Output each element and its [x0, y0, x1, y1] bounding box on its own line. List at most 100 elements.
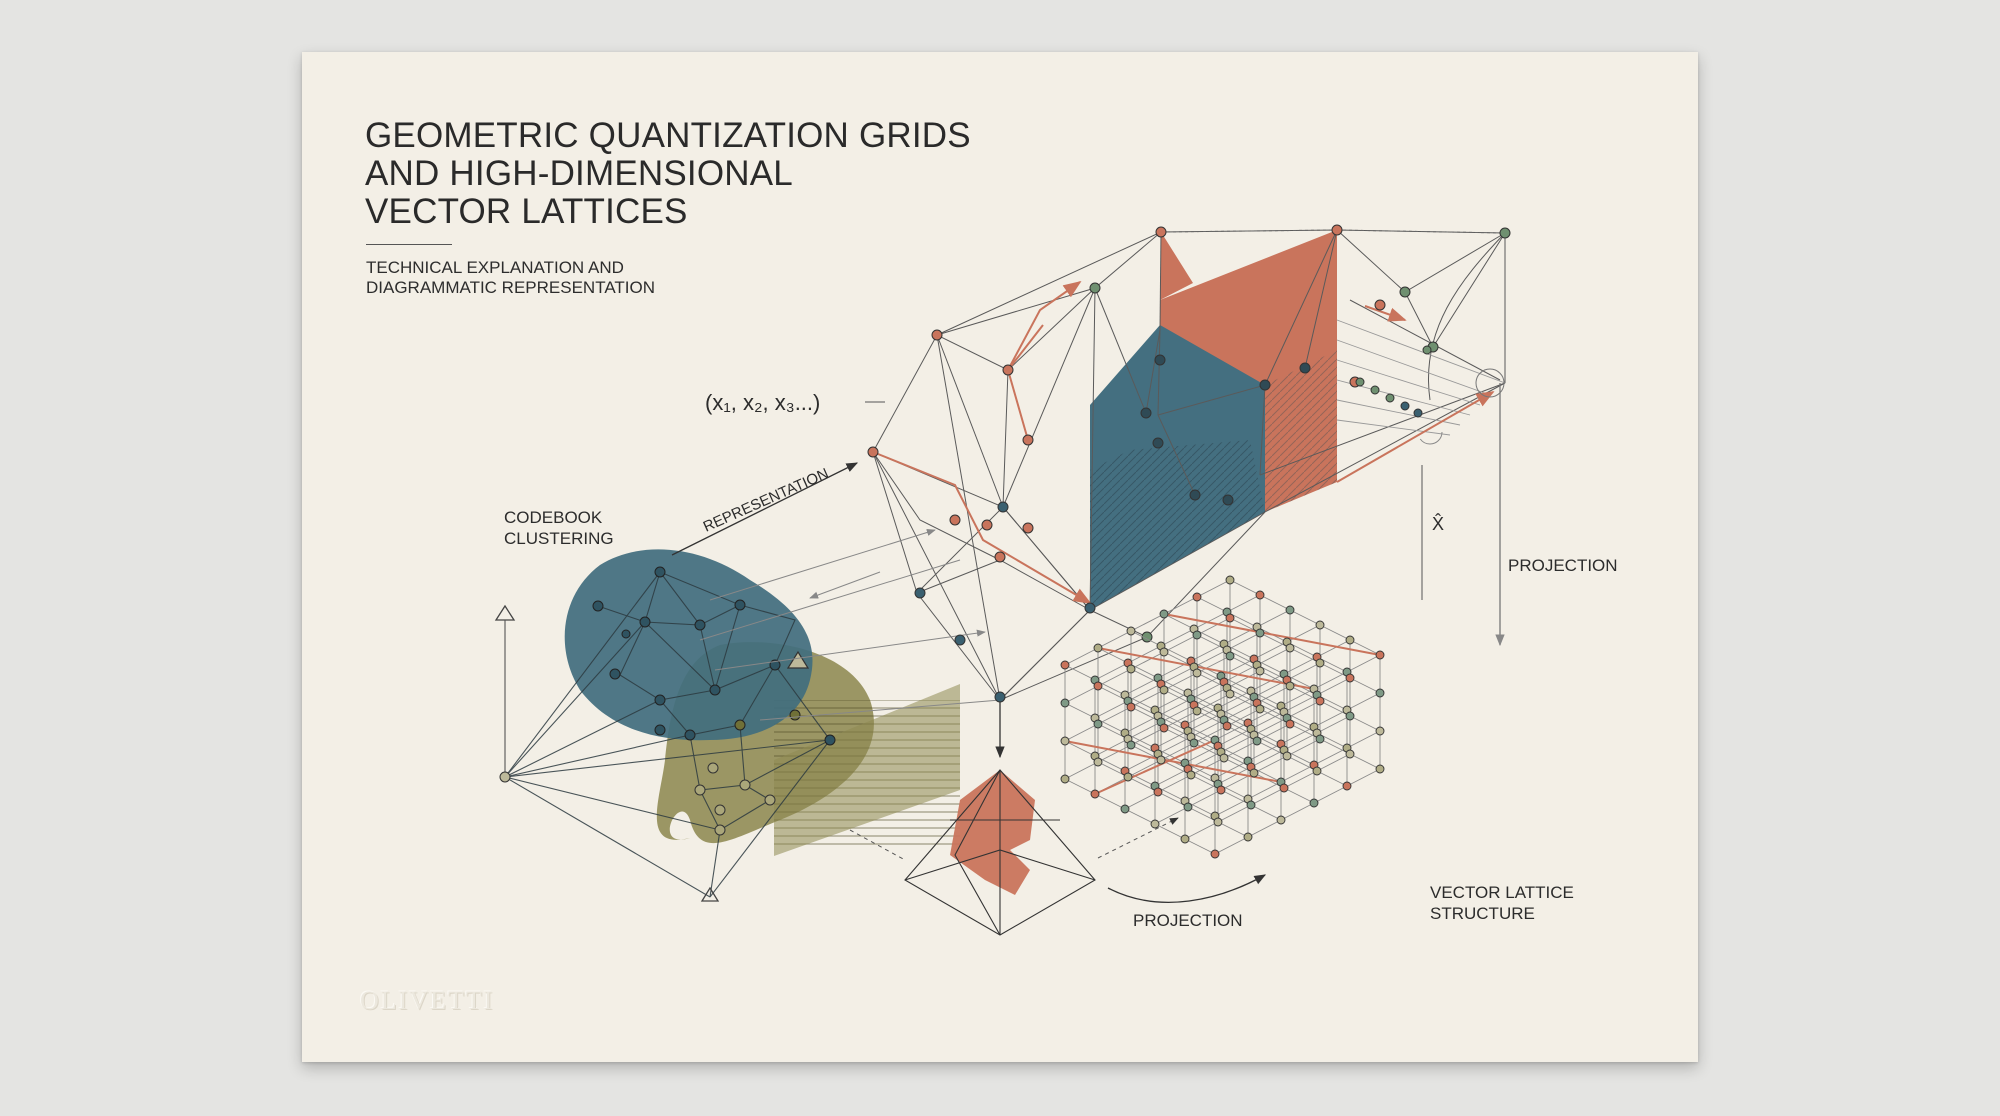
polyhedron-nodes — [867, 224, 1511, 703]
projection-curve-arrow — [1107, 874, 1267, 903]
terracotta-panel-hatch — [1265, 350, 1337, 512]
down-triangle-marker — [700, 886, 720, 902]
lattice-node — [1285, 605, 1295, 615]
lattice-node — [1126, 702, 1136, 712]
olive-slab-outline — [774, 684, 960, 856]
dark-arrows — [995, 383, 1505, 759]
top-dashed-edges — [1160, 229, 1506, 234]
grey-diagonal-arrows — [699, 528, 1001, 721]
teal-panel-hatch — [1090, 440, 1265, 610]
vector-lattice-group — [1060, 575, 1385, 859]
olive-triangle-marker — [786, 650, 810, 669]
lattice-node — [1156, 755, 1166, 765]
lattice-node — [1315, 696, 1325, 706]
lattice-node — [1192, 630, 1202, 640]
lattice-node — [1255, 704, 1265, 714]
lattice-label-line1: VECTOR LATTICE — [1430, 883, 1574, 902]
codebook-label-line1: CODEBOOK — [504, 508, 603, 527]
lattice-node — [1225, 651, 1235, 661]
lattice-node — [1285, 719, 1295, 729]
lattice-node — [1210, 849, 1220, 859]
lattice-diagram: (x₁, x₂, x₃...) REPRESENTATION CODEBOOK … — [494, 224, 1618, 936]
terracotta-pyramid-shape — [950, 770, 1035, 895]
title-line-1: GEOMETRIC QUANTIZATION GRIDS — [365, 116, 971, 155]
lattice-node — [1279, 783, 1289, 793]
lattice-node — [1375, 650, 1385, 660]
lattice-node — [1093, 681, 1103, 691]
lattice-node — [1180, 834, 1190, 844]
lattice-node — [1093, 643, 1103, 653]
lattice-node — [1312, 766, 1322, 776]
title-line-3: VECTOR LATTICES — [365, 192, 688, 231]
lattice-node — [1225, 689, 1235, 699]
pyramid-dashed-in — [849, 829, 906, 861]
lattice-node — [1153, 787, 1163, 797]
poster-title: GEOMETRIC QUANTIZATION GRIDS AND HIGH-DI… — [365, 117, 1065, 231]
lattice-node — [1276, 815, 1286, 825]
lattice-node — [1192, 592, 1202, 602]
lattice-node — [1126, 664, 1136, 674]
lattice-label-line2: STRUCTURE — [1430, 904, 1535, 923]
lattice-node — [1060, 698, 1070, 708]
lattice-node — [1345, 673, 1355, 683]
lattice-node — [1060, 660, 1070, 670]
x-hat-label: X̂ — [1432, 513, 1444, 534]
lattice-node — [1249, 768, 1259, 778]
codebook-label-line2: CLUSTERING — [504, 529, 614, 548]
lattice-node — [1123, 772, 1133, 782]
lattice-node — [1192, 706, 1202, 716]
lattice-node — [1252, 736, 1262, 746]
teal-cluster-blob — [564, 549, 813, 741]
lattice-node — [1375, 688, 1385, 698]
red-path-lines — [872, 280, 1495, 604]
codebook-clustering-group — [494, 549, 960, 902]
lattice-node — [1183, 802, 1193, 812]
poster-subtitle: TECHNICAL EXPLANATION AND DIAGRAMMATIC R… — [366, 258, 866, 298]
lattice-node — [1120, 804, 1130, 814]
lattice-edges — [1064, 579, 1381, 855]
lattice-node — [1126, 626, 1136, 636]
lattice-node — [1213, 817, 1223, 827]
lattice-node — [1282, 751, 1292, 761]
title-line-2: AND HIGH-DIMENSIONAL — [365, 154, 793, 193]
lattice-node — [1375, 726, 1385, 736]
lattice-node — [1093, 719, 1103, 729]
lattice-node — [1159, 647, 1169, 657]
up-triangle-marker — [494, 604, 516, 621]
lattice-node — [1243, 832, 1253, 842]
representation-label: REPRESENTATION — [701, 465, 832, 536]
lattice-node — [1255, 628, 1265, 638]
lattice-node — [1192, 668, 1202, 678]
lattice-node — [1189, 738, 1199, 748]
lattice-node — [1225, 575, 1235, 585]
lattice-node — [1159, 609, 1169, 619]
lattice-node — [1090, 789, 1100, 799]
lattice-node — [1309, 798, 1319, 808]
lattice-node — [1060, 774, 1070, 784]
lattice-node — [1126, 740, 1136, 750]
projection-label-bottom: PROJECTION — [1133, 911, 1243, 930]
subtitle-line-2: DIAGRAMMATIC REPRESENTATION — [366, 278, 656, 297]
lattice-node — [1342, 781, 1352, 791]
lattice-node — [1345, 711, 1355, 721]
lattice-node — [1315, 620, 1325, 630]
lattice-node — [1219, 753, 1229, 763]
lattice-node — [1315, 658, 1325, 668]
lattice-node — [1246, 800, 1256, 810]
vector-notation-label: (x₁, x₂, x₃...) — [705, 390, 820, 415]
lattice-node — [1225, 613, 1235, 623]
lattice-node — [1345, 635, 1355, 645]
poster-sheet: GEOMETRIC QUANTIZATION GRIDS AND HIGH-DI… — [302, 52, 1698, 1062]
lattice-node — [1216, 785, 1226, 795]
lattice-node — [1315, 734, 1325, 744]
terracotta-top-face — [1160, 232, 1193, 300]
lattice-node — [1222, 721, 1232, 731]
subtitle-line-1: TECHNICAL EXPLANATION AND — [366, 258, 624, 277]
cluster-nodes — [499, 566, 836, 836]
lattice-nodes — [1060, 575, 1385, 859]
lattice-node — [1285, 643, 1295, 653]
lattice-node — [1345, 749, 1355, 759]
representation-arrow — [671, 462, 859, 556]
lattice-node — [1186, 770, 1196, 780]
olivetti-watermark: OLIVETTI — [360, 986, 495, 1015]
